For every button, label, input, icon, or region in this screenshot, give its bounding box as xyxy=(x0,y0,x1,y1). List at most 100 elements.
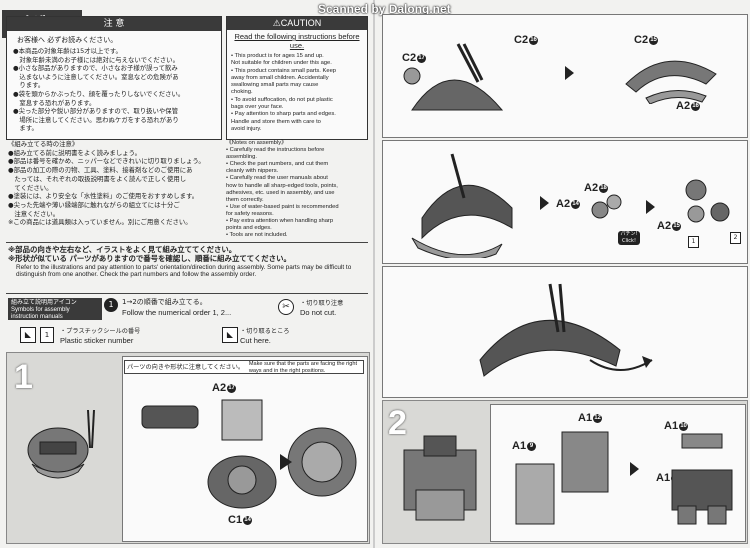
sticker-number-box: 1 xyxy=(688,236,699,248)
part-runner: A1 xyxy=(578,412,593,424)
order-number-icon: 1 xyxy=(104,298,118,312)
step-1-assembly-illustration xyxy=(141,399,357,509)
icon-legend-label-en-2: instruction manuals xyxy=(11,314,63,320)
en-caution-line: • This product contains small parts. Kee… xyxy=(231,67,337,74)
part-runner: C2 xyxy=(514,34,529,46)
en-caution-line: • To avoid suffocation, do not put plast… xyxy=(231,96,333,103)
en-caution-line: Not suitable for children under this age… xyxy=(231,60,332,67)
arrow-right-icon xyxy=(646,200,655,214)
assembly-jp-line: ※この商品には道具類は入っていません。別にご用意ください。 xyxy=(8,218,192,227)
part-number: 9 xyxy=(527,441,537,451)
part-number: 17 xyxy=(417,53,427,63)
assembly-en-line: • Use of water-based paint is recommende… xyxy=(226,203,339,210)
icon-legend-label-jp: 組み立て説明用アイコン xyxy=(11,300,77,306)
step-2-number: 2 xyxy=(388,404,407,442)
jp-caution-line: 窒息する恐れがあります。 xyxy=(13,98,96,107)
jp-caution-line: ります。 xyxy=(13,81,45,90)
part-number: 14 xyxy=(243,515,253,525)
click-en: Click! xyxy=(622,238,636,244)
step-1-reference-helmet-illustration xyxy=(27,409,95,479)
assembly-en-line: • Carefully read the instructions before xyxy=(226,147,325,154)
part-runner: A2 xyxy=(657,220,672,232)
en-caution-line: swallowing small parts may cause xyxy=(231,82,319,89)
en-caution-subtitle: Read the following instructions before u… xyxy=(234,32,360,50)
order-en: Follow the numerical order 1, 2... xyxy=(122,308,232,317)
part-runner: C1 xyxy=(228,514,243,526)
notice-jp-line-1: ※部品の向きや左右など、イラストをよく見て組み立ててください。 xyxy=(8,245,237,254)
en-caution-line: avoid injury. xyxy=(231,125,262,132)
part-number: 18 xyxy=(599,183,609,193)
notice-jp: ※部品の向きや左右など、イラストをよく見て組み立ててください。 ※形状が似ている… xyxy=(8,245,291,263)
assembly-jp-line: ●部品の加工の際の刃物、工具、塗料、接着剤などのご使用にあ xyxy=(8,166,193,175)
helmet-visor-illustration xyxy=(411,153,513,258)
part-runner: A2 xyxy=(212,382,227,394)
part-number: 12 xyxy=(593,413,603,423)
jp-caution-line: ます。 xyxy=(13,124,38,133)
eye-parts-illustration xyxy=(591,194,622,219)
part-number: 14 xyxy=(571,199,581,209)
orientation-notice: ※部品の向きや左右など、イラストをよく見て組み立ててください。 ※形状が似ている… xyxy=(6,242,368,294)
en-caution-line: bags over your face. xyxy=(231,104,284,111)
part-number: 10 xyxy=(679,421,689,431)
en-caution-line: • This product is for ages 15 and up. xyxy=(231,53,324,59)
assembly-notes-jp: 《組み立てる時の注意》 ●組み立てる前に説明書をよく読みましょう。 ●部品は番号… xyxy=(8,140,222,227)
jp-caution-line: 込まないように注意してください。窒息などの危険があ xyxy=(13,72,179,81)
part-number: 16 xyxy=(691,101,701,111)
assembly-en-line: assembling. xyxy=(226,154,257,161)
assembly-en-line: adhesives, etc. used in assembly, and us… xyxy=(226,189,335,196)
step-1-number: 1 xyxy=(14,358,33,396)
en-caution-box: ⚠CAUTION Read the following instructions… xyxy=(226,16,368,140)
assembly-jp-line: てください。 xyxy=(8,183,53,192)
crest-part-illustration xyxy=(625,60,717,104)
step-2-assembled-illustration xyxy=(671,433,733,525)
sticker-jp: ・プラスチックシールの番号 xyxy=(60,328,141,335)
sticker-number-box: 2 xyxy=(730,232,741,244)
icon-legend-label-en-1: Symbols for assembly xyxy=(11,307,70,313)
jp-caution-text: ●本商品の対象年齢は15才以上です。 対象年齢未満のお子様には絶対に与えないでく… xyxy=(13,47,217,133)
arrow-right-icon xyxy=(565,66,574,80)
part-runner: C2 xyxy=(634,34,649,46)
part-runner: A1 xyxy=(664,420,679,432)
assembly-jp-line: ●尖った先端や薄い縁端部に触れながらの組立てには十分ご xyxy=(8,200,180,209)
eye-assembled-illustration xyxy=(685,179,730,223)
click-badge: パチン! Click! xyxy=(618,231,640,245)
jp-caution-line: 対象年齢未満のお子様には絶対に与えないでください。 xyxy=(13,55,179,64)
icon-legend-label: 組み立て説明用アイコン Symbols for assembly instruc… xyxy=(8,298,102,320)
assembly-notes-en: 《Notes on assembly》 • Carefully read the… xyxy=(226,140,368,239)
step-1-orientation-note: パーツの向きや形状に注意してください。 Make sure that the p… xyxy=(124,360,364,374)
assembly-en-line: how to handle all sharp-edged tools, poi… xyxy=(226,182,338,189)
assembly-en-line: • Carefully read the user manuals about xyxy=(226,175,328,182)
arrow-right-icon xyxy=(540,196,549,210)
notice-jp-line-2: ※形状が似ている パーツがありますので番号を確認し、順番に組み立ててください。 xyxy=(8,254,291,263)
cut-here-en: Cut here. xyxy=(240,336,271,345)
scan-credit: Scanned by Dalong.net xyxy=(318,2,451,16)
do-not-cut-en: Do not cut. xyxy=(300,308,337,317)
assembly-jp-line: たっては、それぞれの取扱説明書をよく読んで正しく使用し xyxy=(8,174,187,183)
en-caution-line: away from small children. Accidentally xyxy=(231,74,329,81)
jp-caution-line: ●袋を頭からかぶったり、顔を覆ったりしないでください。 xyxy=(13,89,185,98)
assembly-en-line: for safety reasons. xyxy=(226,210,274,217)
click-jp: パチン! xyxy=(620,231,638,237)
helmet-rotate-illustration xyxy=(479,283,653,377)
en-caution-header: ⚠CAUTION xyxy=(227,17,367,30)
part-runner: C2 xyxy=(402,52,417,64)
do-not-cut-jp: ・切り取り注意 xyxy=(300,300,344,307)
helmet-crest-illustration xyxy=(403,43,504,111)
jp-caution-line: ●小さな部品がありますので、小さなお子様が誤って飲み xyxy=(13,64,178,73)
cut-here-icon: ◣ xyxy=(222,327,238,343)
assembly-jp-line: ●組み立てる前に説明書をよく読みましょう。 xyxy=(8,148,142,157)
en-caution-text: • This product is for ages 15 and up. No… xyxy=(231,53,365,133)
en-caution-line: choking. xyxy=(231,89,253,96)
part-runner: A2 xyxy=(556,198,571,210)
part-number: 17 xyxy=(227,383,237,393)
page-divider xyxy=(373,0,375,548)
assembly-en-line: • Pay extra attention when handling shar… xyxy=(226,218,334,225)
